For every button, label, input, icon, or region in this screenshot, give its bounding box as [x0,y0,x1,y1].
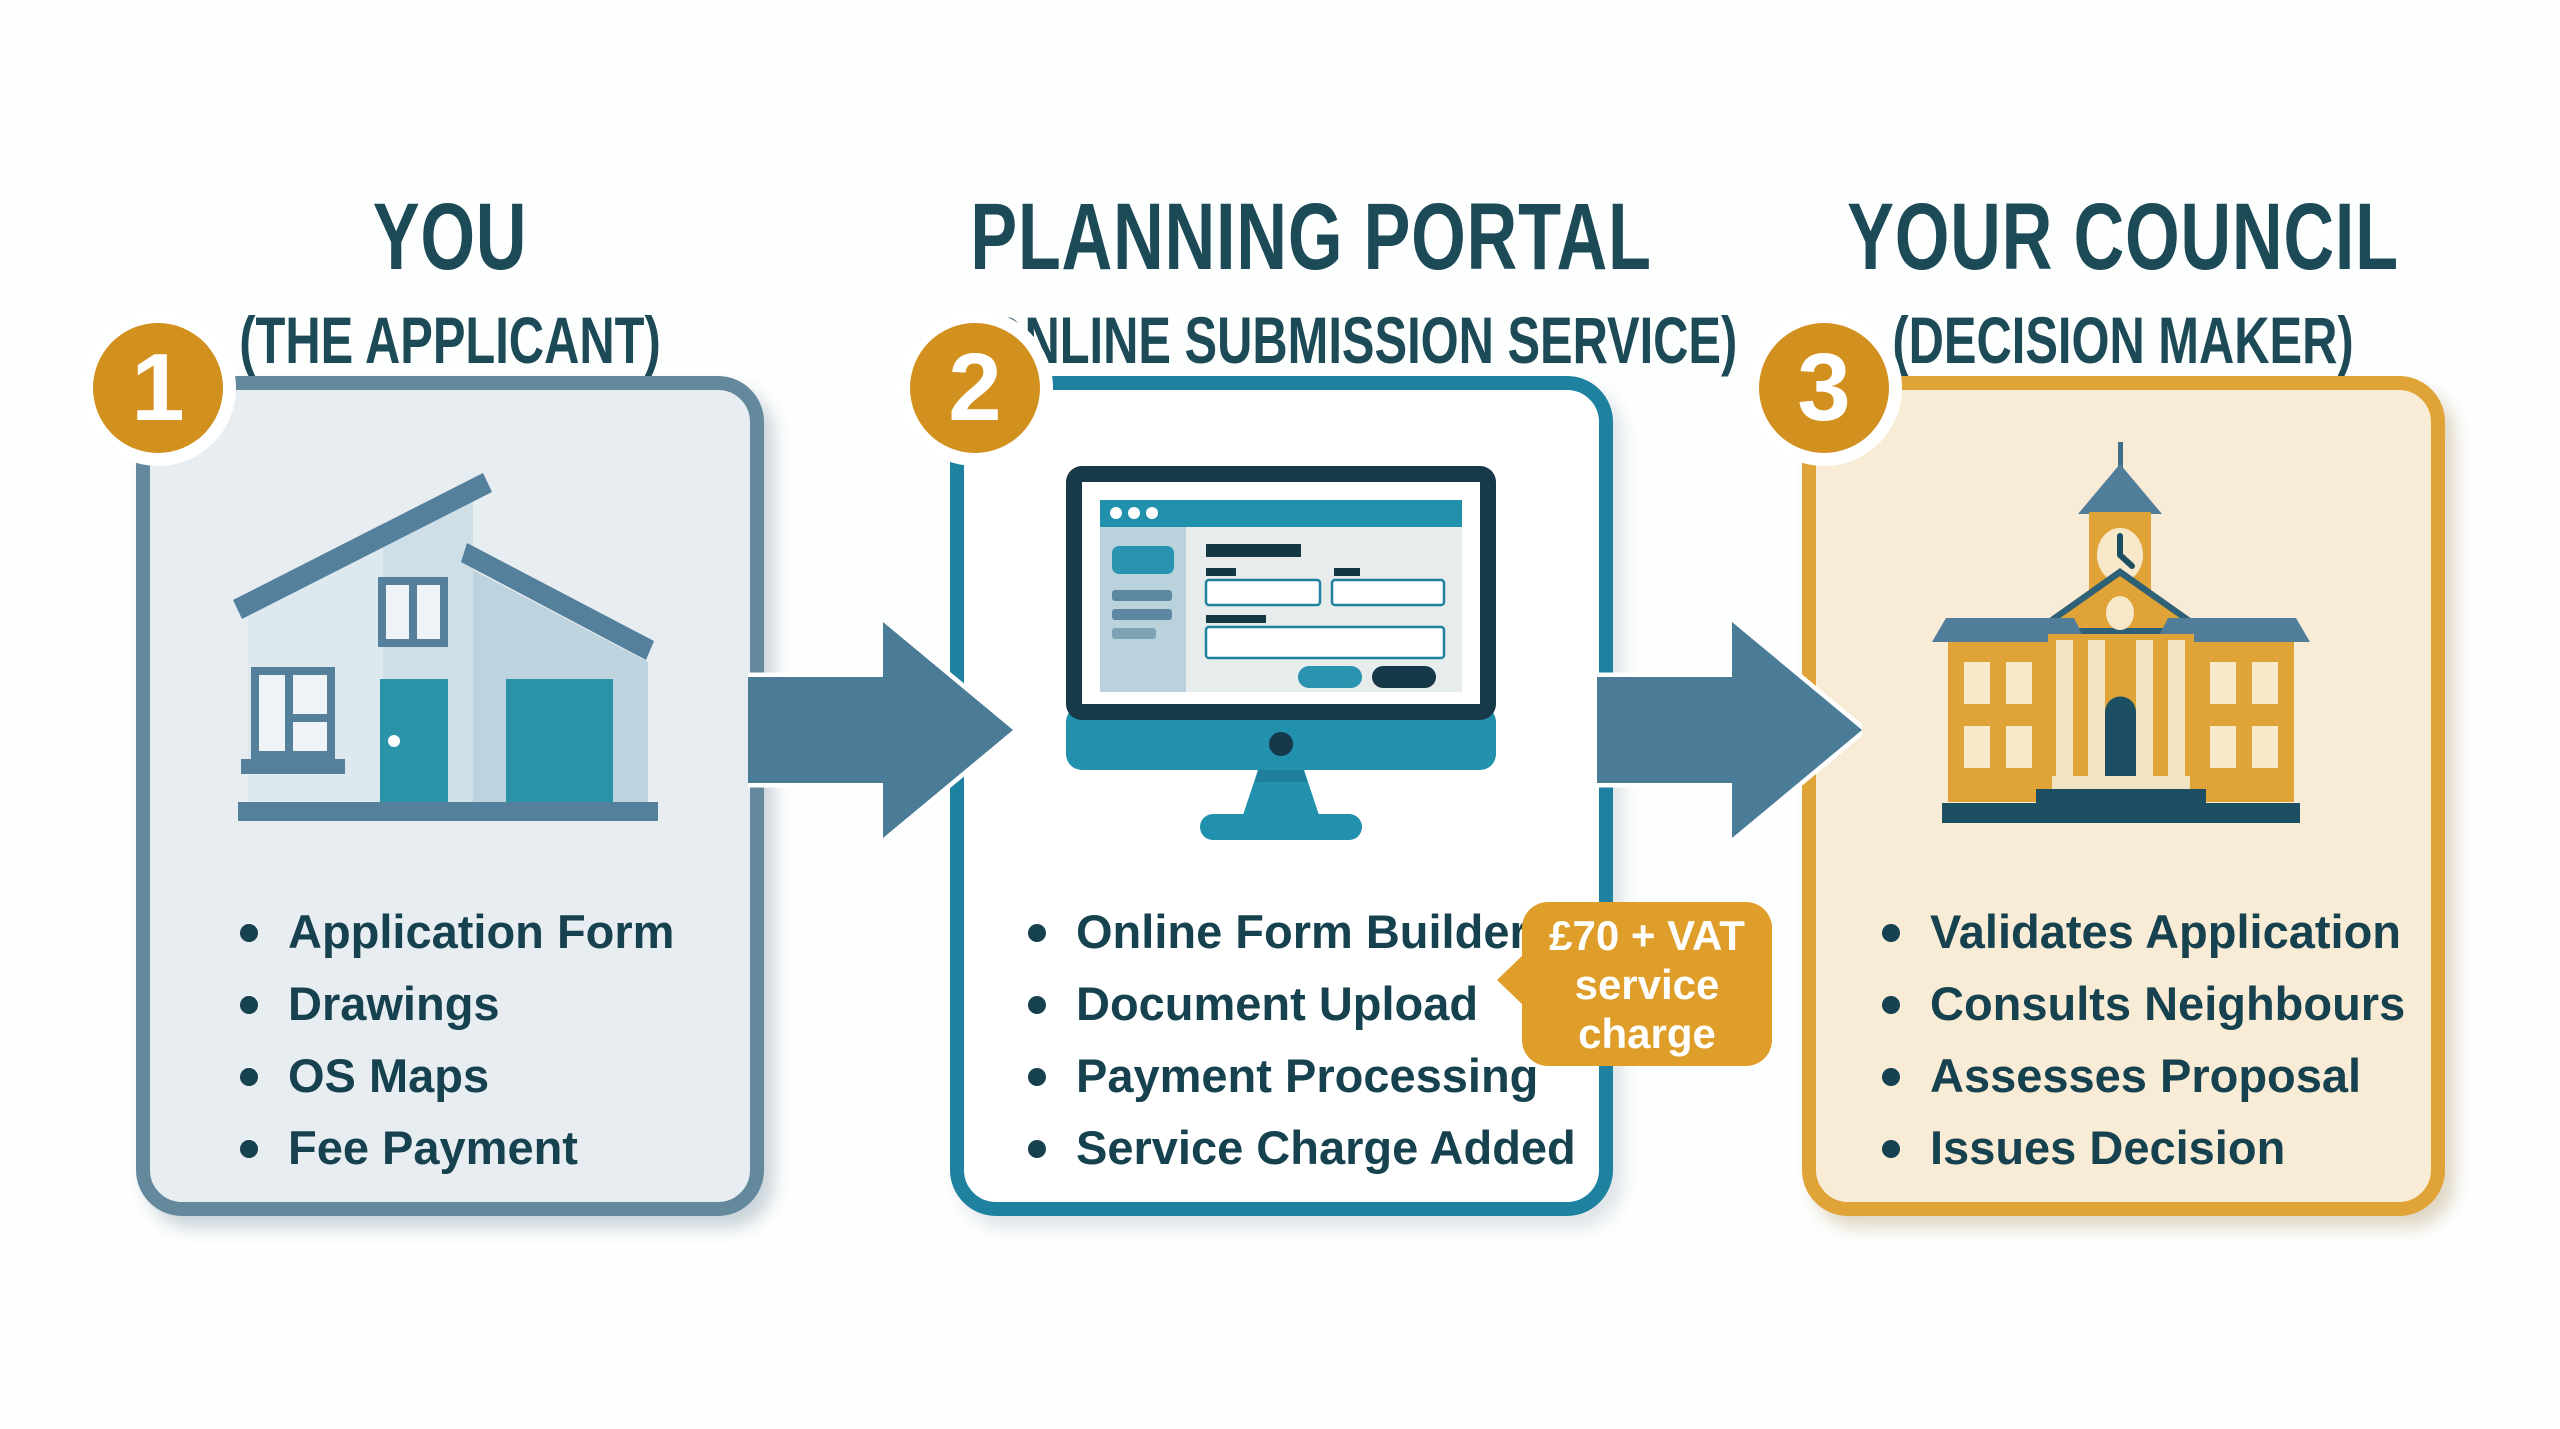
list-item: Payment Processing [1022,1040,1576,1112]
applicant-card: Application Form Drawings OS Maps Fee Pa… [136,376,764,1216]
list-item: Consults Neighbours [1876,968,2405,1040]
list-item: Application Form [234,896,674,968]
callout-line: £70 + VAT [1549,912,1745,959]
callout-line: service [1574,961,1720,1008]
column-header-applicant: YOU (THE APPLICANT) [139,186,761,378]
arrow-right-icon [743,612,1021,848]
monitor-icon [1066,466,1496,861]
column-subtitle: (THE APPLICANT) [239,303,661,377]
council-building-icon [1886,436,2356,841]
step-number: 1 [131,334,185,441]
arrow-right-icon [1592,612,1870,848]
step-number: 2 [948,334,1002,441]
column-title: YOU [372,184,528,290]
callout-line: charge [1578,1010,1716,1057]
column-title: PLANNING PORTAL [970,184,1652,290]
callout-tail [1497,954,1524,1006]
list-item: OS Maps [234,1040,674,1112]
planning-portal-card: Online Form Builder Document Upload Paym… [950,376,1613,1216]
step-number: 3 [1797,334,1851,441]
column-title: YOUR COUNCIL [1847,184,2399,290]
list-item: Assesses Proposal [1876,1040,2405,1112]
column-subtitle: (DECISION MAKER) [1892,303,2354,377]
council-card: Validates Application Consults Neighbour… [1802,376,2445,1216]
list-item: Online Form Builder [1022,896,1576,968]
house-icon [233,452,663,837]
column-header-council: YOUR COUNCIL (DECISION MAKER) [1812,186,2434,378]
applicant-feature-list: Application Form Drawings OS Maps Fee Pa… [234,896,674,1184]
list-item: Document Upload [1022,968,1576,1040]
step-1-badge: 1 [93,323,223,453]
list-item: Validates Application [1876,896,2405,968]
council-feature-list: Validates Application Consults Neighbour… [1876,896,2405,1184]
portal-feature-list: Online Form Builder Document Upload Paym… [1022,896,1576,1184]
column-header-planning-portal: PLANNING PORTAL (ONLINE SUBMISSION SERVI… [970,184,1738,378]
step-3-badge: 3 [1759,323,1889,453]
list-item: Fee Payment [234,1112,674,1184]
list-item: Issues Decision [1876,1112,2405,1184]
service-charge-callout: £70 + VAT service charge [1497,902,1772,1066]
column-subtitle: (ONLINE SUBMISSION SERVICE) [970,303,1738,377]
list-item: Service Charge Added [1022,1112,1576,1184]
step-2-badge: 2 [910,323,1040,453]
list-item: Drawings [234,968,674,1040]
